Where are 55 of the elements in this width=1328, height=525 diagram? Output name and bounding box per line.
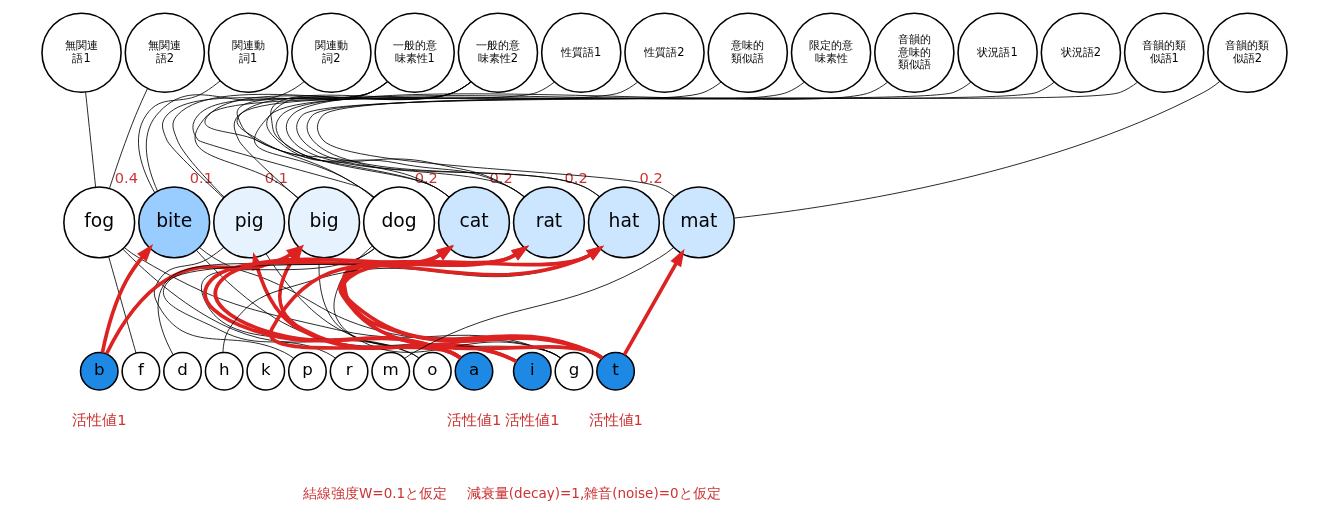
- connector: [153, 246, 294, 358]
- node-circle: g: [553, 351, 593, 391]
- node-label: 0.4: [114, 168, 138, 186]
- node-circle: 無関連語2: [124, 11, 205, 93]
- connector: [275, 81, 805, 197]
- node-circle: 状況語1: [956, 11, 1038, 93]
- node-circle: 一般的意味素性2: [457, 11, 538, 93]
- node-circle: r: [329, 351, 369, 391]
- node-circle: 音韻的意味的類似語: [873, 11, 955, 93]
- connector: [233, 81, 638, 199]
- connector: [84, 91, 96, 187]
- arrow: [100, 243, 153, 353]
- node-circle: 音韻的類似語2: [1206, 11, 1288, 93]
- node-circle: d: [162, 351, 202, 391]
- node-circle: t: [595, 351, 635, 391]
- node-circle: 意味的類似語: [706, 11, 788, 93]
- node-circle: h: [204, 351, 244, 391]
- label: 結線強度W=0.1と仮定: [302, 484, 447, 501]
- node-circle: 関連動詞1: [207, 11, 288, 93]
- node-circle: f: [120, 351, 160, 391]
- node-circle: i: [512, 351, 552, 391]
- node-circle: o: [412, 351, 452, 391]
- node-label: 0.2: [639, 168, 663, 186]
- node-circle: dog: [362, 185, 435, 259]
- connector: [145, 81, 304, 191]
- node-circle: 無関連語1: [40, 11, 122, 93]
- node-label: 活性値1: [504, 410, 559, 428]
- node-circle: 音韻的類似語1: [1123, 11, 1204, 93]
- node-circle: 一般的意味素性1: [373, 11, 455, 93]
- node-circle: pig: [212, 185, 285, 259]
- node-label: 活性値1: [588, 410, 643, 428]
- node-circle: m: [370, 351, 410, 391]
- node-circle: fog: [62, 185, 135, 259]
- node-circle: 性質語1: [540, 11, 622, 93]
- node-circle: b: [79, 351, 119, 391]
- connector: [253, 81, 721, 198]
- connector: [194, 81, 555, 198]
- connector: [107, 255, 136, 353]
- arrow: [622, 248, 684, 356]
- node-circle: bite: [137, 185, 210, 259]
- node-circle: a: [454, 351, 493, 391]
- node-label: 0.2: [414, 168, 438, 186]
- node-circle: 関連動詞2: [290, 11, 372, 93]
- connector: [108, 87, 148, 189]
- node-circle: 限定的意味素性: [790, 11, 871, 93]
- connector: [137, 80, 220, 193]
- node-circle: mat: [662, 185, 735, 259]
- label: 減衰量(decay)=1,雑音(noise)=0と仮定: [466, 484, 721, 501]
- node-circle: p: [287, 351, 327, 391]
- node-label: 活性値1: [71, 410, 126, 428]
- node-circle: 性質語2: [623, 11, 705, 93]
- node-circle: 状況語2: [1040, 11, 1121, 93]
- connector: [733, 80, 1220, 218]
- node-label: 活性値1: [446, 410, 501, 428]
- node-circle: k: [245, 351, 285, 391]
